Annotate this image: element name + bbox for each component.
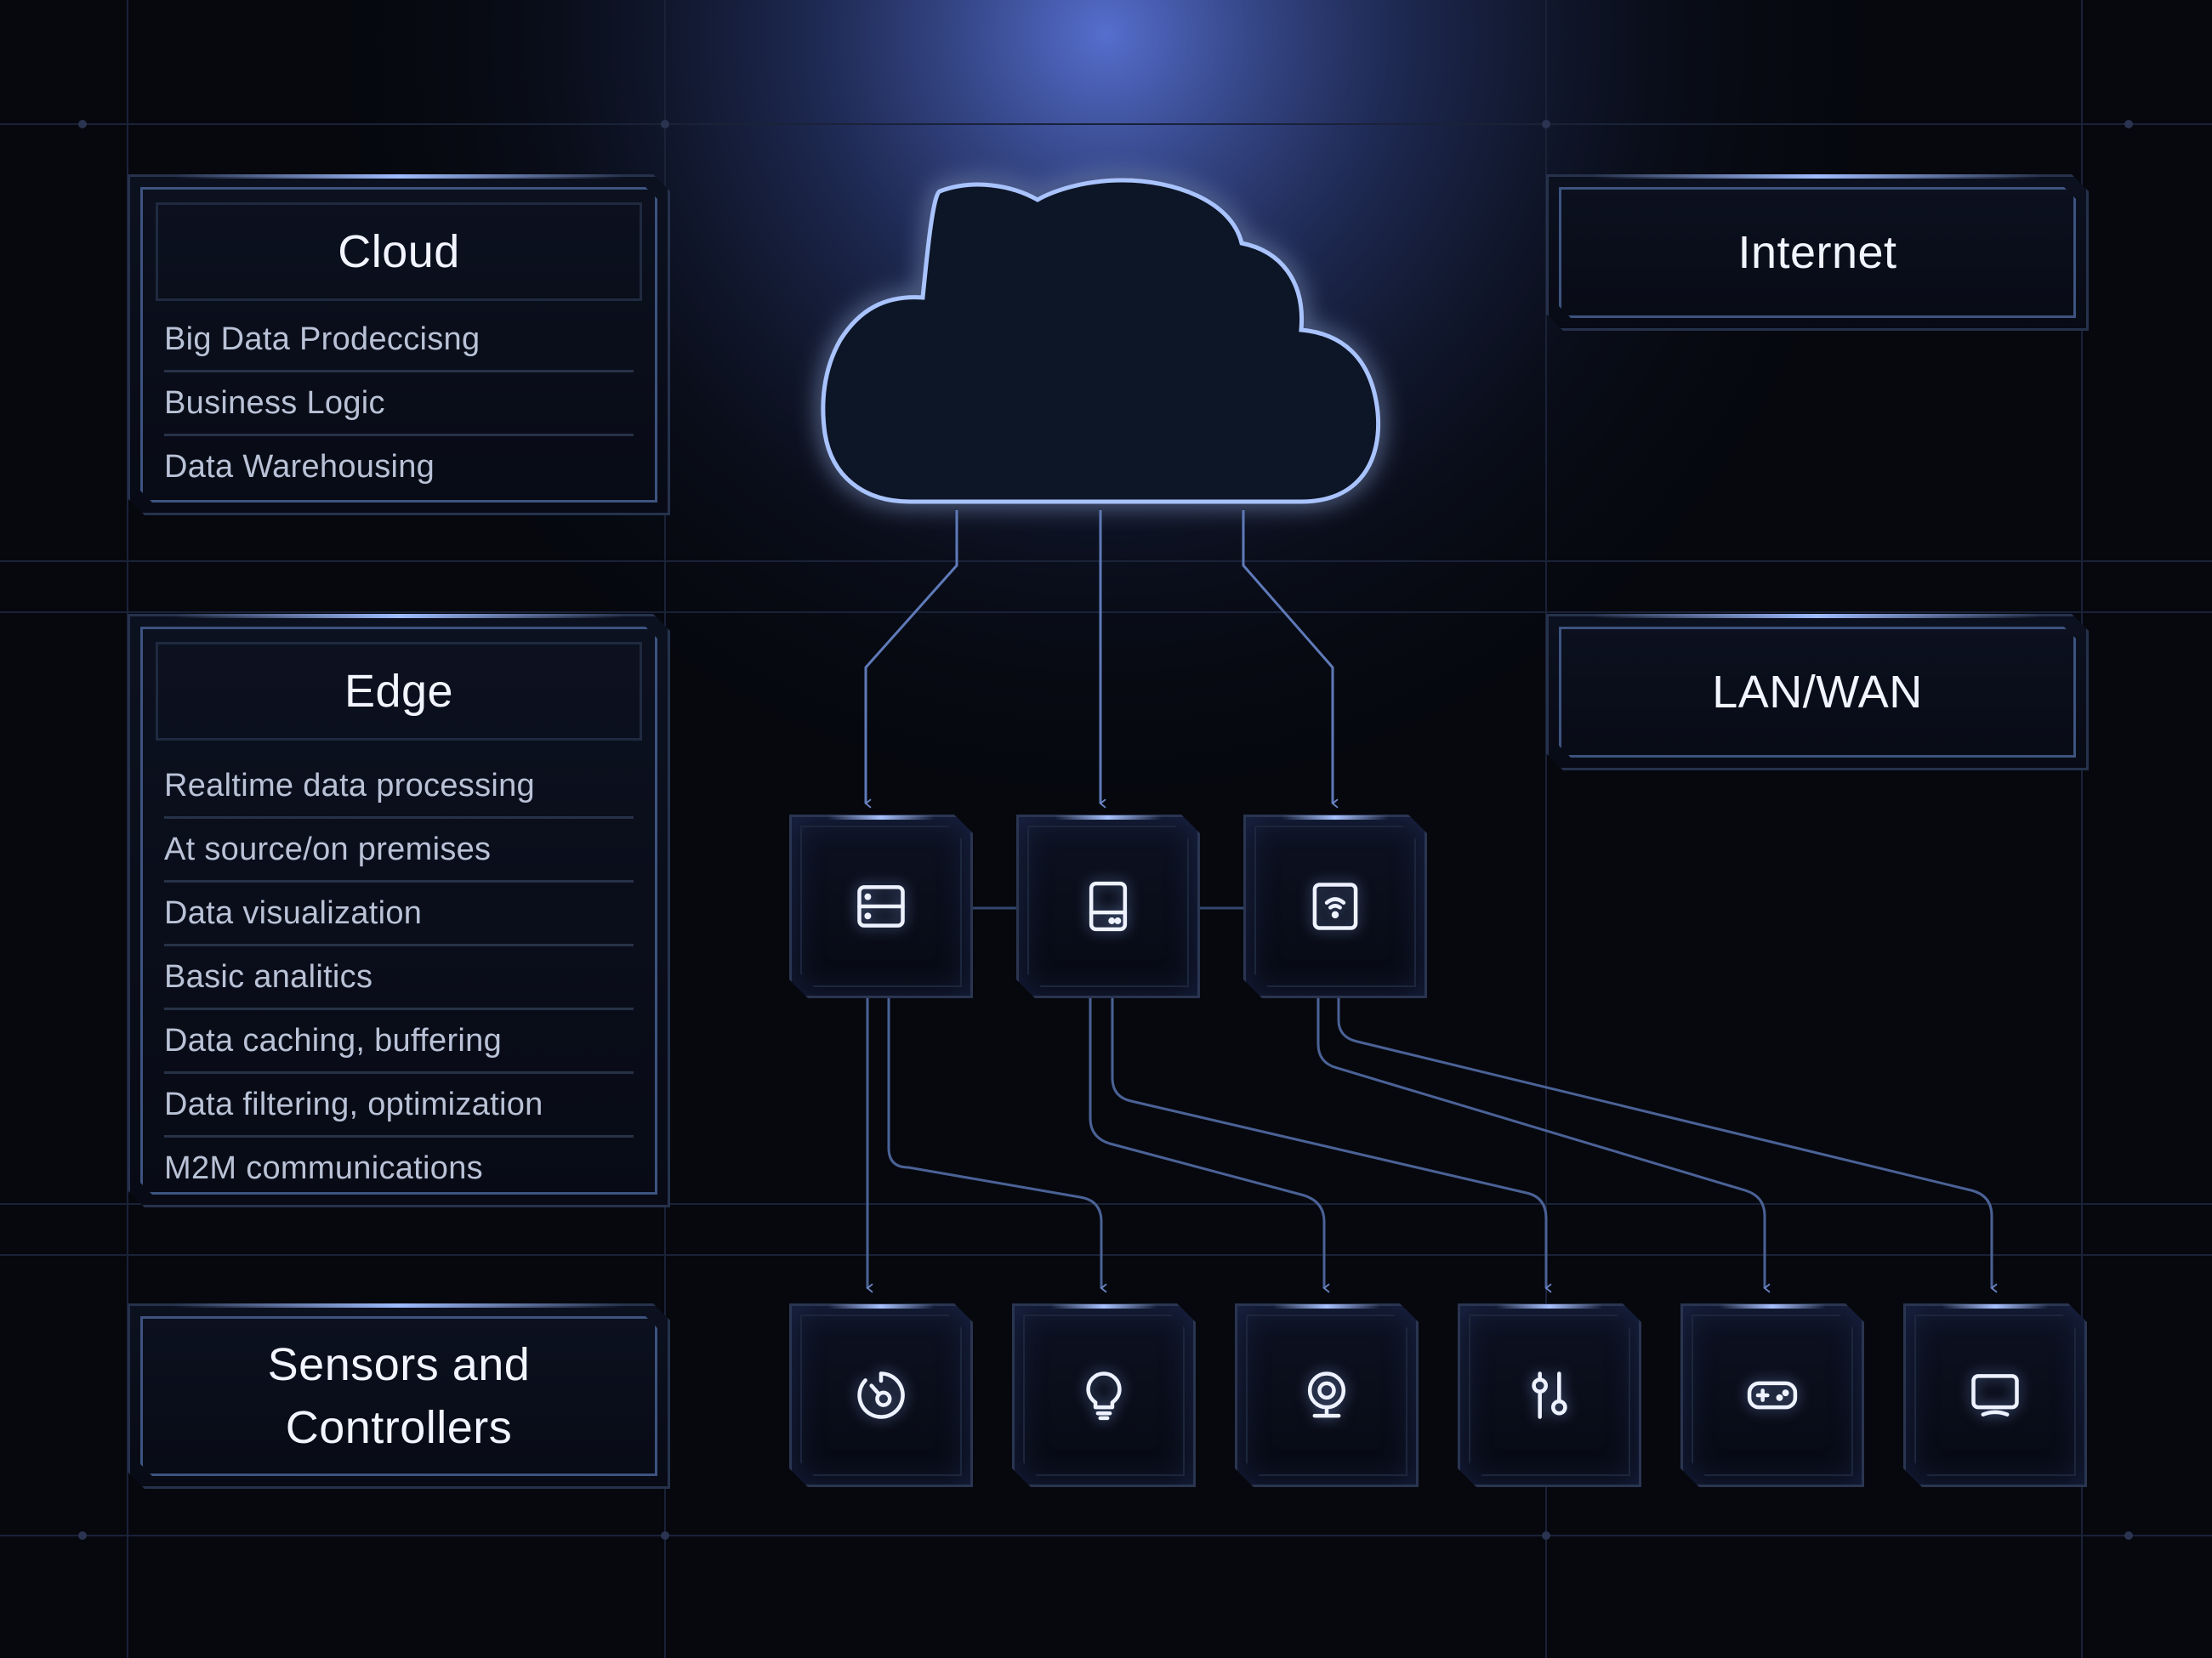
device-gamepad[interactable] xyxy=(1680,1303,1864,1487)
internet-panel: Internet xyxy=(1546,174,2089,331)
grid-dots xyxy=(78,120,2133,1540)
cloud-shape xyxy=(821,178,1381,504)
edge-device-router[interactable] xyxy=(1243,815,1427,998)
edge-item: At source/on premises xyxy=(164,819,634,883)
tile-frame xyxy=(800,826,962,987)
edge-panel: Edge Realtime data processing At source/… xyxy=(128,614,670,1207)
edge-device-server[interactable] xyxy=(789,815,973,998)
cloud-panel: Cloud Big Data Prodeccisng Business Logi… xyxy=(128,174,670,515)
sensors-panel-frame xyxy=(140,1316,657,1476)
tile-frame xyxy=(800,1314,962,1476)
cloud-item: Business Logic xyxy=(164,372,634,436)
internet-panel-frame xyxy=(1559,187,2076,318)
edge-item: M2M communications xyxy=(164,1150,483,1186)
device-gauge[interactable] xyxy=(789,1303,973,1487)
device-webcam[interactable] xyxy=(1235,1303,1419,1487)
cloud-item-list: Big Data Prodeccisng Business Logic Data… xyxy=(164,309,634,497)
edge-panel-frame xyxy=(140,627,657,1195)
edge-item: Basic analitics xyxy=(164,946,634,1010)
edge-device-drive[interactable] xyxy=(1016,815,1200,998)
sensors-panel: Sensors and Controllers xyxy=(128,1303,670,1489)
edge-title: Edge xyxy=(156,642,642,741)
edge-item: Data caching, buffering xyxy=(164,1010,634,1074)
tile-frame xyxy=(1027,826,1189,987)
wifi-router-icon xyxy=(1306,877,1364,935)
cloud-title: Cloud xyxy=(156,202,642,301)
edge-item-list: Realtime data processing At source/on pr… xyxy=(164,755,634,1199)
edge-to-device-connectors xyxy=(866,995,1998,1293)
lan-wan-panel-frame xyxy=(1559,627,2076,758)
edge-item: Data filtering, optimization xyxy=(164,1074,634,1138)
sensors-title-text: Sensors and Controllers xyxy=(267,1339,531,1453)
sensors-title: Sensors and Controllers xyxy=(130,1306,668,1486)
edge-item: Data visualization xyxy=(164,883,634,946)
gamepad-icon xyxy=(1743,1366,1801,1424)
device-light[interactable] xyxy=(1012,1303,1196,1487)
monitor-icon xyxy=(1966,1366,2024,1424)
cloud-panel-frame xyxy=(140,187,657,503)
tile-frame xyxy=(1023,1314,1185,1476)
cloud-to-edge-connectors xyxy=(864,510,1339,809)
server-icon xyxy=(852,877,910,935)
internet-title: Internet xyxy=(1737,227,1897,278)
tile-frame xyxy=(1254,826,1416,987)
tile-frame xyxy=(1692,1314,1853,1476)
hard-drive-icon xyxy=(1079,877,1137,935)
tile-frame xyxy=(1246,1314,1407,1476)
lan-wan-title: LAN/WAN xyxy=(1712,667,1923,718)
tile-frame xyxy=(1469,1314,1630,1476)
device-controller[interactable] xyxy=(1458,1303,1641,1487)
tile-frame xyxy=(1914,1314,2076,1476)
cloud-item: Big Data Prodeccisng xyxy=(164,309,634,372)
sliders-icon xyxy=(1521,1366,1578,1424)
cloud-item: Data Warehousing xyxy=(164,449,435,485)
edge-item: Realtime data processing xyxy=(164,755,634,819)
light-bulb-icon xyxy=(1075,1366,1133,1424)
webcam-icon xyxy=(1298,1366,1356,1424)
dial-gauge-icon xyxy=(852,1366,910,1424)
device-display[interactable] xyxy=(1903,1303,2087,1487)
lan-wan-panel: LAN/WAN xyxy=(1546,614,2089,770)
